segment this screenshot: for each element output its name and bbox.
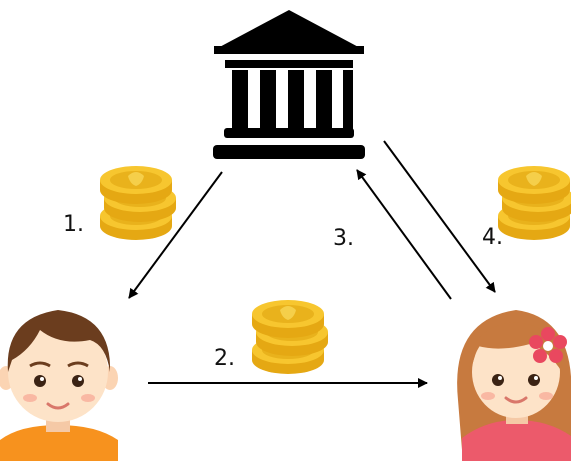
step-label-1: 1. bbox=[63, 212, 84, 237]
arrow-step-4 bbox=[383, 140, 496, 293]
flower-icon bbox=[529, 327, 567, 363]
arrow-step-3 bbox=[356, 169, 452, 300]
step-label-2: 2. bbox=[214, 346, 235, 371]
bank-building-icon bbox=[213, 10, 365, 159]
girl-avatar-icon bbox=[457, 310, 571, 461]
coin-stack-icon bbox=[498, 166, 571, 240]
boy-avatar-icon bbox=[0, 310, 118, 461]
step-label-3: 3. bbox=[333, 226, 354, 251]
coin-stack-icon bbox=[100, 166, 176, 240]
step-label-4: 4. bbox=[482, 225, 503, 250]
arrow-step-1 bbox=[128, 171, 223, 299]
coin-stack-icon bbox=[252, 300, 328, 374]
